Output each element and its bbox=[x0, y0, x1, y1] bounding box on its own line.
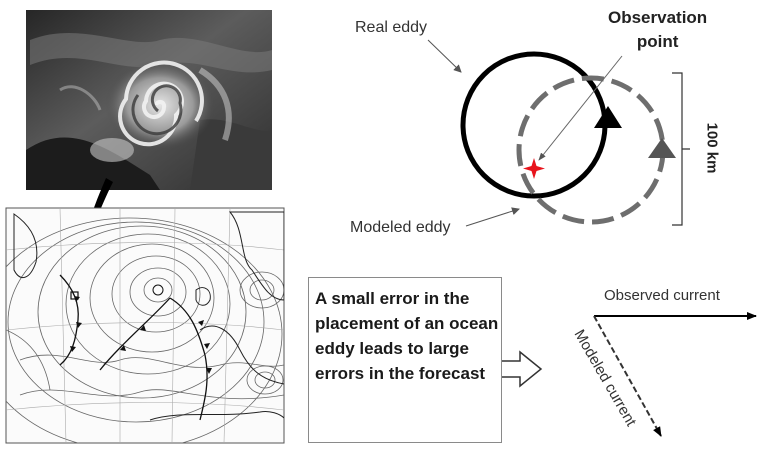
real-eddy-pointer bbox=[428, 40, 461, 72]
modeled-eddy-pointer bbox=[466, 209, 519, 226]
observation-point-line1: Observation bbox=[608, 6, 707, 30]
message-text: A small error in the placement of an oce… bbox=[315, 286, 499, 386]
message-box: A small error in the placement of an oce… bbox=[308, 277, 502, 443]
observation-point-label: Observation point bbox=[608, 6, 707, 54]
modeled-eddy-direction-arrow bbox=[648, 138, 676, 158]
observation-point-line2: point bbox=[608, 30, 707, 54]
weather-map bbox=[0, 208, 284, 450]
satellite-image bbox=[26, 10, 272, 190]
scale-label: 100 km bbox=[704, 123, 721, 174]
modeled-eddy-label: Modeled eddy bbox=[350, 219, 451, 237]
scale-bracket bbox=[672, 73, 690, 225]
real-eddy-label: Real eddy bbox=[355, 19, 427, 37]
eddy-diagram bbox=[428, 40, 690, 226]
observed-current-label: Observed current bbox=[604, 287, 720, 304]
modeled-eddy-circle bbox=[519, 78, 663, 222]
real-eddy-direction-arrow bbox=[594, 106, 622, 128]
